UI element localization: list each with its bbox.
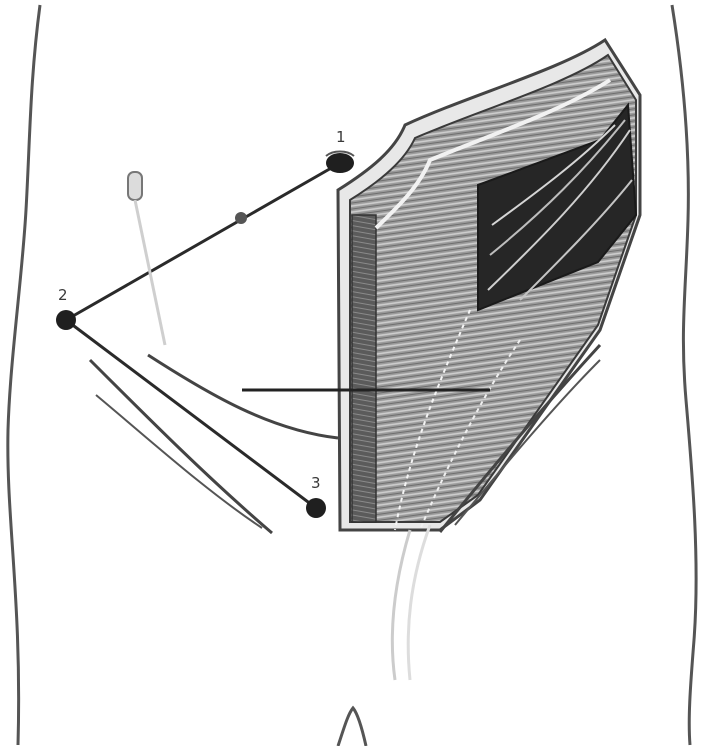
port-2-marker: 2 [56,286,76,330]
left-arc-upper [148,355,338,438]
port-line-1-2 [66,163,340,320]
port-1-marker: 1 [326,128,354,173]
left-arc-lower-2 [96,395,262,528]
port-1-label: 1 [336,128,346,146]
needle-icon [128,172,165,345]
left-arc-lower-1 [90,360,272,533]
rectus-muscle-band [352,215,376,522]
muscle-flap [338,40,640,530]
torso-left-outline [8,5,40,745]
torso-right-outline [672,5,696,745]
mid-marker-dot [235,212,247,224]
port-2-label: 2 [58,286,68,304]
port-3-label: 3 [311,474,321,492]
lower-vessel-2 [408,525,430,680]
port-3-marker: 3 [306,474,326,518]
port-line-2-3 [66,320,316,508]
umbilical-mark [338,708,366,746]
